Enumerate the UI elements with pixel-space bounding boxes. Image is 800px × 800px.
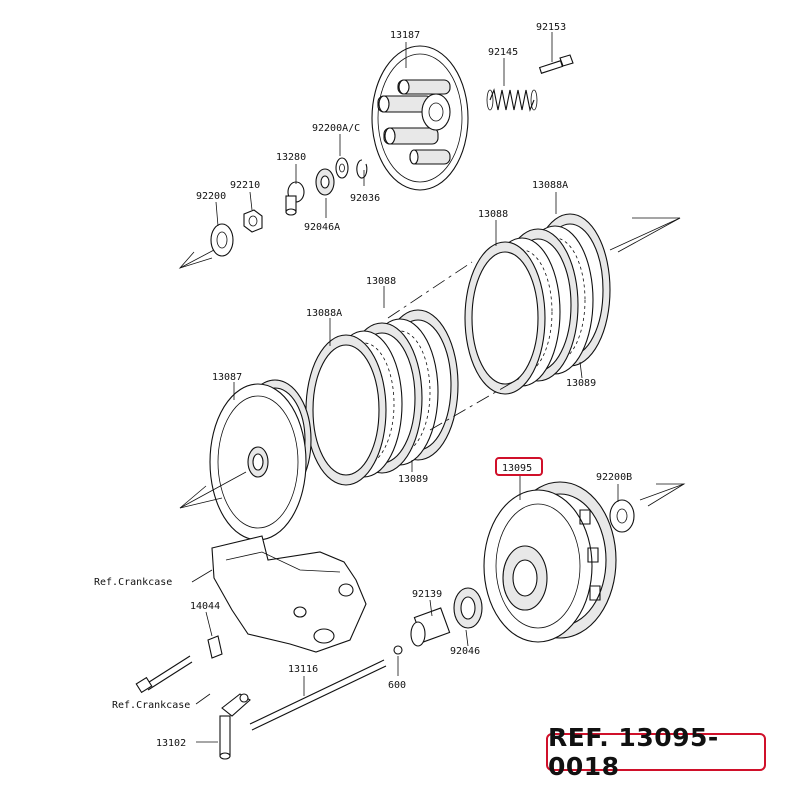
nut-92210: [243, 209, 263, 233]
washer-92200ac: [335, 157, 349, 179]
label-14044: 14044: [190, 601, 220, 612]
label-92046: 92046: [450, 646, 480, 657]
pusher-13280: [285, 181, 305, 216]
label-600: 600: [388, 680, 406, 691]
bearing-92046a: [315, 168, 335, 196]
label-13187: 13187: [390, 30, 420, 41]
label-92200b: 92200B: [596, 472, 632, 483]
reference-number-badge: REF. 13095-0018: [546, 723, 766, 781]
clutch-housing-13087: [209, 379, 312, 541]
label-92200ac: 92200A/C: [312, 123, 360, 134]
label-13088-top: 13088: [478, 209, 508, 220]
label-ref-crankcase-2: Ref.Crankcase: [112, 700, 190, 711]
label-13102: 13102: [156, 738, 186, 749]
highlighted-label-13095: 13095: [495, 457, 543, 476]
upper-plate-stack: [464, 213, 611, 395]
part-labels: 13187 92153 92145 92200A/C 13280 92210 9…: [94, 22, 632, 749]
bolt-92153: [538, 54, 574, 74]
push-rod-13116: [249, 659, 387, 731]
sleeve-92139: [410, 607, 451, 647]
circlip-92036: [356, 159, 368, 179]
label-13280: 13280: [276, 152, 306, 163]
label-13095: 13095: [502, 463, 532, 474]
label-92139: 92139: [412, 589, 442, 600]
label-92036: 92036: [350, 193, 380, 204]
needle-bearing-92046: [453, 587, 483, 629]
washer-92200b: [609, 499, 635, 533]
label-92200: 92200: [196, 191, 226, 202]
ball-600: [393, 645, 403, 655]
leader-lines: [191, 32, 619, 743]
lever-13102: [219, 693, 251, 760]
label-13088-mid: 13088: [366, 276, 396, 287]
washer-92200: [210, 223, 234, 257]
label-ref-crankcase-1: Ref.Crankcase: [94, 577, 172, 588]
pin-14044: [207, 635, 223, 659]
label-13088a-mid: 13088A: [306, 308, 342, 319]
middle-plate-stack: [305, 309, 459, 486]
label-92046a: 92046A: [304, 222, 340, 233]
label-13087: 13087: [212, 372, 242, 383]
label-92153: 92153: [536, 22, 566, 33]
bolt-lower: [135, 655, 193, 694]
label-13116: 13116: [288, 664, 318, 675]
label-13088a-top: 13088A: [532, 180, 568, 191]
label-13089-top: 13089: [566, 378, 596, 389]
spring-92145: [486, 88, 538, 112]
crankcase-fragment: [211, 535, 367, 653]
clutch-hub-13095: [483, 481, 617, 643]
pressure-plate-13187: [371, 45, 469, 191]
label-13089-mid: 13089: [398, 474, 428, 485]
label-92145: 92145: [488, 47, 518, 58]
reference-number-text: REF. 13095-0018: [548, 723, 719, 781]
label-92210: 92210: [230, 180, 260, 191]
